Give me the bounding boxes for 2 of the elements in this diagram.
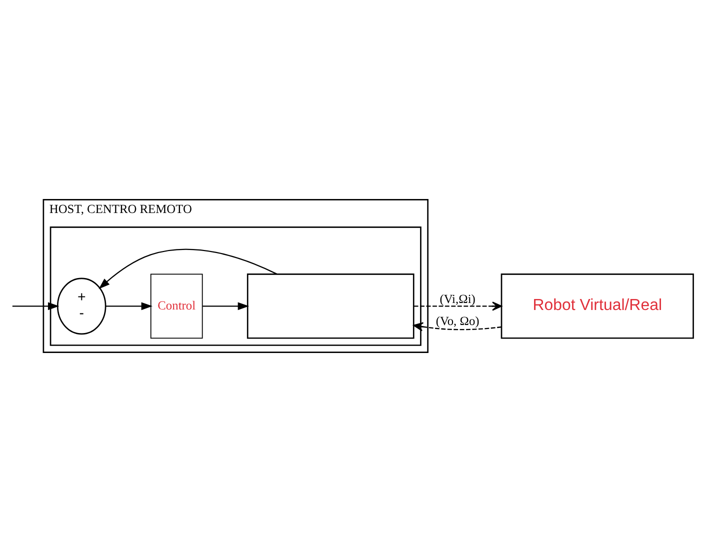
edge-label: (Vo, Ωo) [436,314,480,328]
edge-label: (Vi,Ωi) [440,291,476,306]
